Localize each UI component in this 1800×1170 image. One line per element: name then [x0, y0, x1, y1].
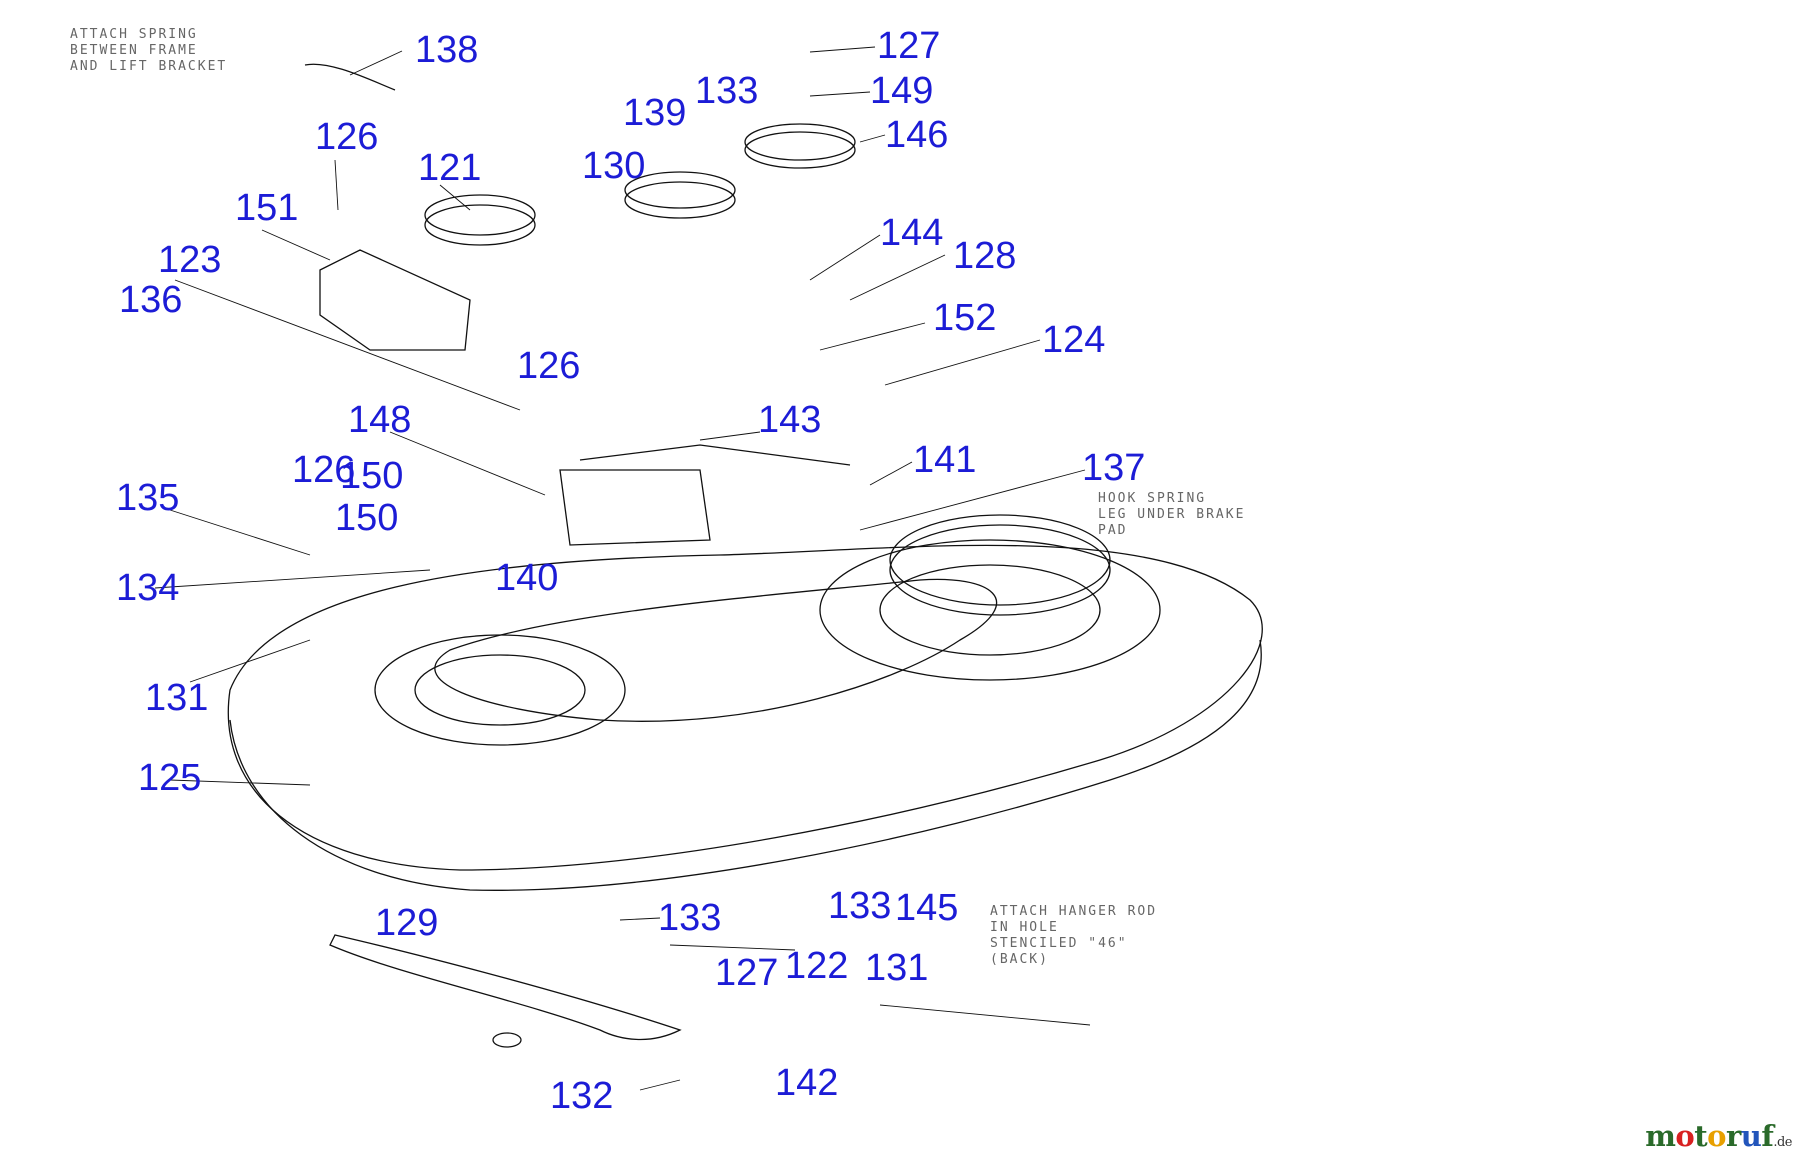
part-label-151: 151: [235, 187, 298, 229]
part-label-124: 124: [1042, 319, 1105, 361]
part-label-142: 142: [775, 1062, 838, 1104]
part-label-144: 144: [880, 212, 943, 254]
part-label-127: 127: [715, 952, 778, 994]
hanger-rod: [579, 444, 851, 466]
part-label-145: 145: [895, 887, 958, 929]
deck-belt: [434, 578, 997, 722]
part-label-136: 136: [119, 279, 182, 321]
part-label-134: 134: [116, 567, 179, 609]
part-label-146: 146: [885, 114, 948, 156]
leader-lines: [154, 46, 1091, 1091]
deck-drawing: [227, 63, 1263, 1048]
part-label-130: 130: [582, 145, 645, 187]
lift-bracket: [559, 469, 711, 546]
part-label-148: 148: [348, 399, 411, 441]
part-label-128: 128: [953, 235, 1016, 277]
part-label-133: 133: [695, 70, 758, 112]
watermark-letter: u: [1740, 1119, 1762, 1153]
watermark-letter: m: [1645, 1119, 1676, 1153]
part-label-133: 133: [828, 885, 891, 927]
watermark-letter: o: [1675, 1119, 1695, 1153]
part-label-125: 125: [138, 757, 201, 799]
part-label-152: 152: [933, 297, 996, 339]
right-blade-housing: [819, 539, 1161, 681]
watermark-letter: r: [1725, 1119, 1741, 1153]
part-label-150: 150: [340, 455, 403, 497]
left-blade-housing: [374, 634, 626, 746]
part-label-127: 127: [877, 25, 940, 67]
part-label-131: 131: [865, 947, 928, 989]
part-label-143: 143: [758, 399, 821, 441]
bracket-151: [319, 249, 471, 351]
pulley-121: [424, 204, 536, 246]
mower-deck: [227, 544, 1263, 871]
watermark-letter: o: [1707, 1119, 1726, 1153]
deck-skirt: [229, 639, 1262, 891]
part-label-133: 133: [658, 897, 721, 939]
watermark-logo: motoruf.de: [1645, 1119, 1792, 1153]
part-label-141: 141: [913, 439, 976, 481]
pulley-146: [744, 131, 856, 169]
part-label-138: 138: [415, 29, 478, 71]
part-label-121: 121: [418, 147, 481, 189]
part-label-123: 123: [158, 239, 221, 281]
watermark-suffix: .de: [1773, 1135, 1792, 1150]
blade-adapter: [492, 1032, 522, 1048]
part-label-139: 139: [623, 92, 686, 134]
spring-138: [304, 63, 396, 91]
part-label-140: 140: [495, 557, 558, 599]
part-label-126: 126: [292, 449, 355, 491]
part-label-126: 126: [315, 116, 378, 158]
watermark-letter: f: [1761, 1119, 1774, 1153]
part-label-149: 149: [870, 70, 933, 112]
part-label-132: 132: [550, 1075, 613, 1117]
part-label-150: 150: [335, 497, 398, 539]
pulley-139: [624, 181, 736, 219]
part-label-131: 131: [145, 677, 208, 719]
deck-pulley: [889, 524, 1111, 616]
part-label-137: 137: [1082, 447, 1145, 489]
mower-blade: [329, 934, 682, 1041]
part-label-126: 126: [517, 345, 580, 387]
part-label-122: 122: [785, 945, 848, 987]
part-label-129: 129: [375, 902, 438, 944]
part-label-135: 135: [116, 477, 179, 519]
watermark-letter: t: [1694, 1119, 1708, 1153]
